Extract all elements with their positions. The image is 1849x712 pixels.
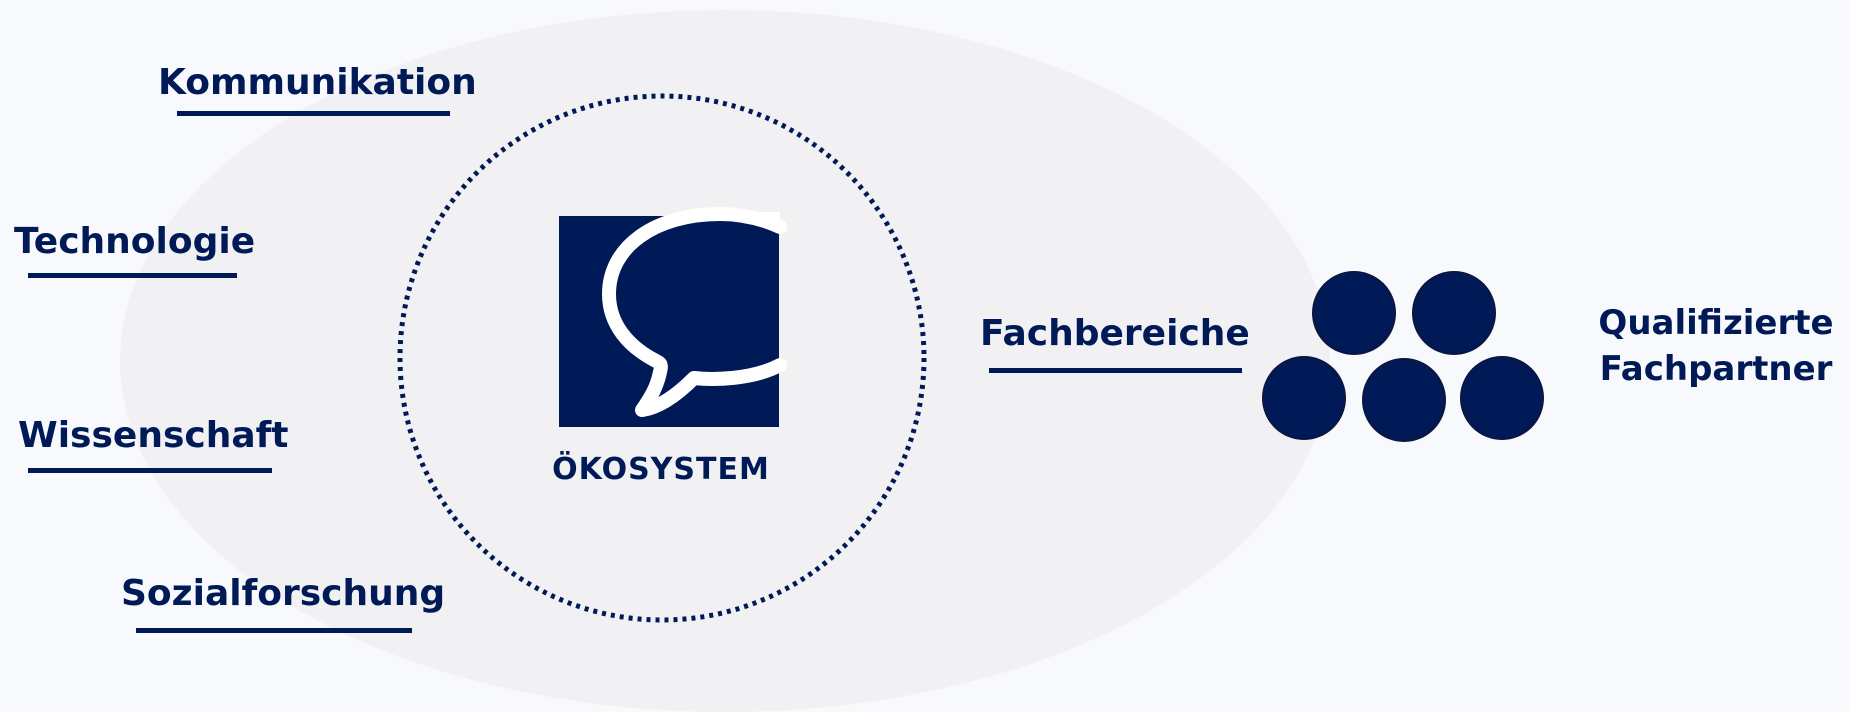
partner-node [1362, 358, 1446, 442]
label-fachbereiche: Fachbereiche [980, 313, 1250, 354]
ecosystem-caption: ÖKOSYSTEM [552, 452, 770, 487]
label-wissenschaft: Wissenschaft [18, 415, 289, 456]
speech-bubble-outline [602, 207, 787, 417]
underline-fachbereiche [989, 368, 1242, 373]
partner-node [1412, 271, 1496, 355]
label-technologie: Technologie [14, 221, 256, 262]
partner-caption: Qualifizierte Fachpartner [1578, 300, 1849, 392]
label-kommunikation: Kommunikation [158, 62, 477, 103]
speech-bubble-icon [559, 207, 787, 427]
underline-technologie [28, 273, 237, 278]
underline-kommunikation [177, 111, 450, 116]
partner-node [1262, 356, 1346, 440]
ecosystem-dotted-circle [397, 93, 927, 623]
underline-wissenschaft [28, 468, 272, 473]
partner-caption-line2: Fachpartner [1599, 349, 1833, 389]
partner-caption-line1: Qualifizierte [1598, 303, 1834, 343]
underline-sozialforschung [136, 628, 412, 633]
partner-nodes [1262, 271, 1544, 442]
partner-node [1460, 356, 1544, 440]
label-sozialforschung: Sozialforschung [121, 573, 446, 614]
partner-node [1312, 271, 1396, 355]
